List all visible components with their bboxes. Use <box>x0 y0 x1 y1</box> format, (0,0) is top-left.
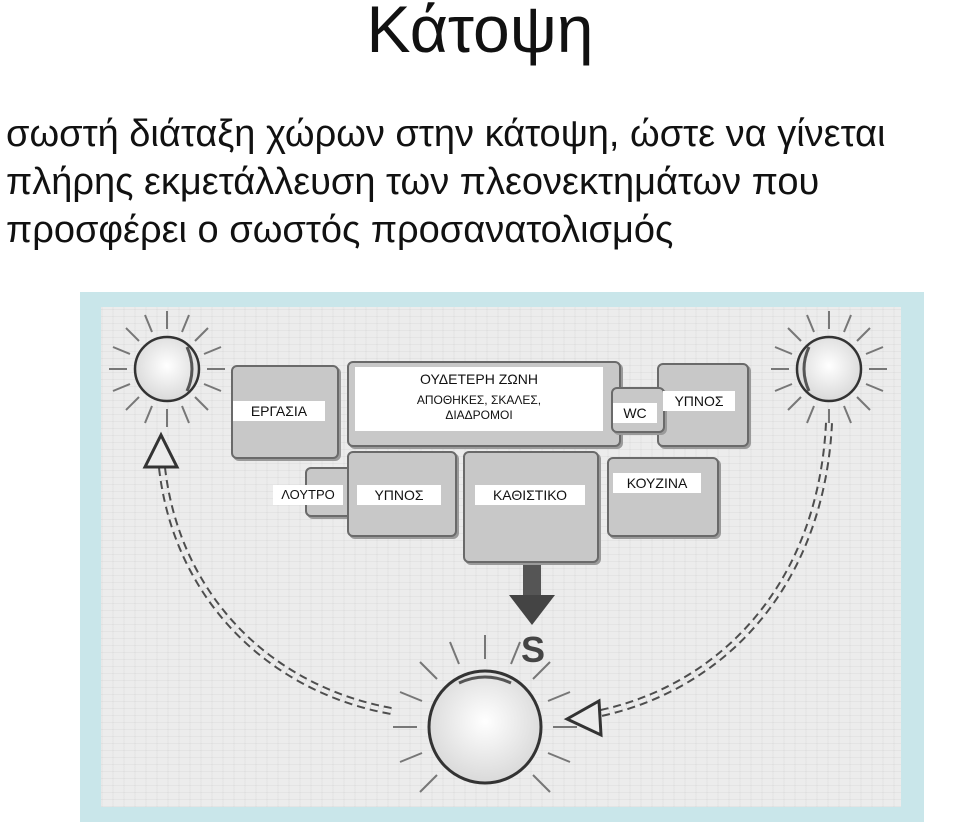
room-kouzina <box>607 457 719 537</box>
label-loutro: ΛΟΥΤΡΟ <box>273 485 343 505</box>
subtitle-line-1: σωστή διάταξη χώρων στην κάτοψη, ώστε να… <box>6 113 886 155</box>
label-ypnos-right: ΥΠΝΟΣ <box>663 391 735 411</box>
label-wc: WC <box>613 403 657 423</box>
subtitle: σωστή διάταξη χώρων στην κάτοψη, ώστε να… <box>6 110 956 254</box>
page-title: Κάτοψη <box>366 0 594 66</box>
sun-east-icon <box>109 311 225 427</box>
label-neutral-zone-line2: ΔΙΑΔΡΟΜΟΙ <box>445 408 513 422</box>
subtitle-line-3: προσφέρει ο σωστός προσανατολισμός <box>6 209 674 251</box>
label-ergasia: ΕΡΓΑΣΙΑ <box>233 401 325 421</box>
label-ypnos-bottom: ΥΠΝΟΣ <box>357 485 441 505</box>
room-kathistiko <box>463 451 599 563</box>
label-neutral-zone-title: ΟΥΔΕΤΕΡΗ ΖΩΝΗ <box>420 371 538 387</box>
subtitle-line-2: πλήρης εκμετάλλευση των πλεονεκτημάτων π… <box>6 161 820 203</box>
sun-west-icon <box>771 311 887 427</box>
label-neutral-zone-line1: ΑΠΟΘΗΚΕΣ, ΣΚΑΛΕΣ, <box>416 393 542 407</box>
label-neutral-zone-box: ΟΥΔΕΤΕΡΗ ΖΩΝΗ ΑΠΟΘΗΚΕΣ, ΣΚΑΛΕΣ, ΔΙΑΔΡΟΜΟ… <box>355 367 603 431</box>
sun-south-icon <box>393 635 577 793</box>
label-kathistiko: ΚΑΘΙΣΤΙΚΟ <box>475 485 585 505</box>
floor-plan-diagram: ΕΡΓΑΣΙΑ ΟΥΔΕΤΕΡΗ ΖΩΝΗ ΑΠΟΘΗΚΕΣ, ΣΚΑΛΕΣ, … <box>101 307 901 807</box>
south-marker: S <box>520 629 545 670</box>
sun-path-graphic <box>109 311 887 793</box>
label-kouzina: ΚΟΥΖΙΝΑ <box>613 473 701 493</box>
